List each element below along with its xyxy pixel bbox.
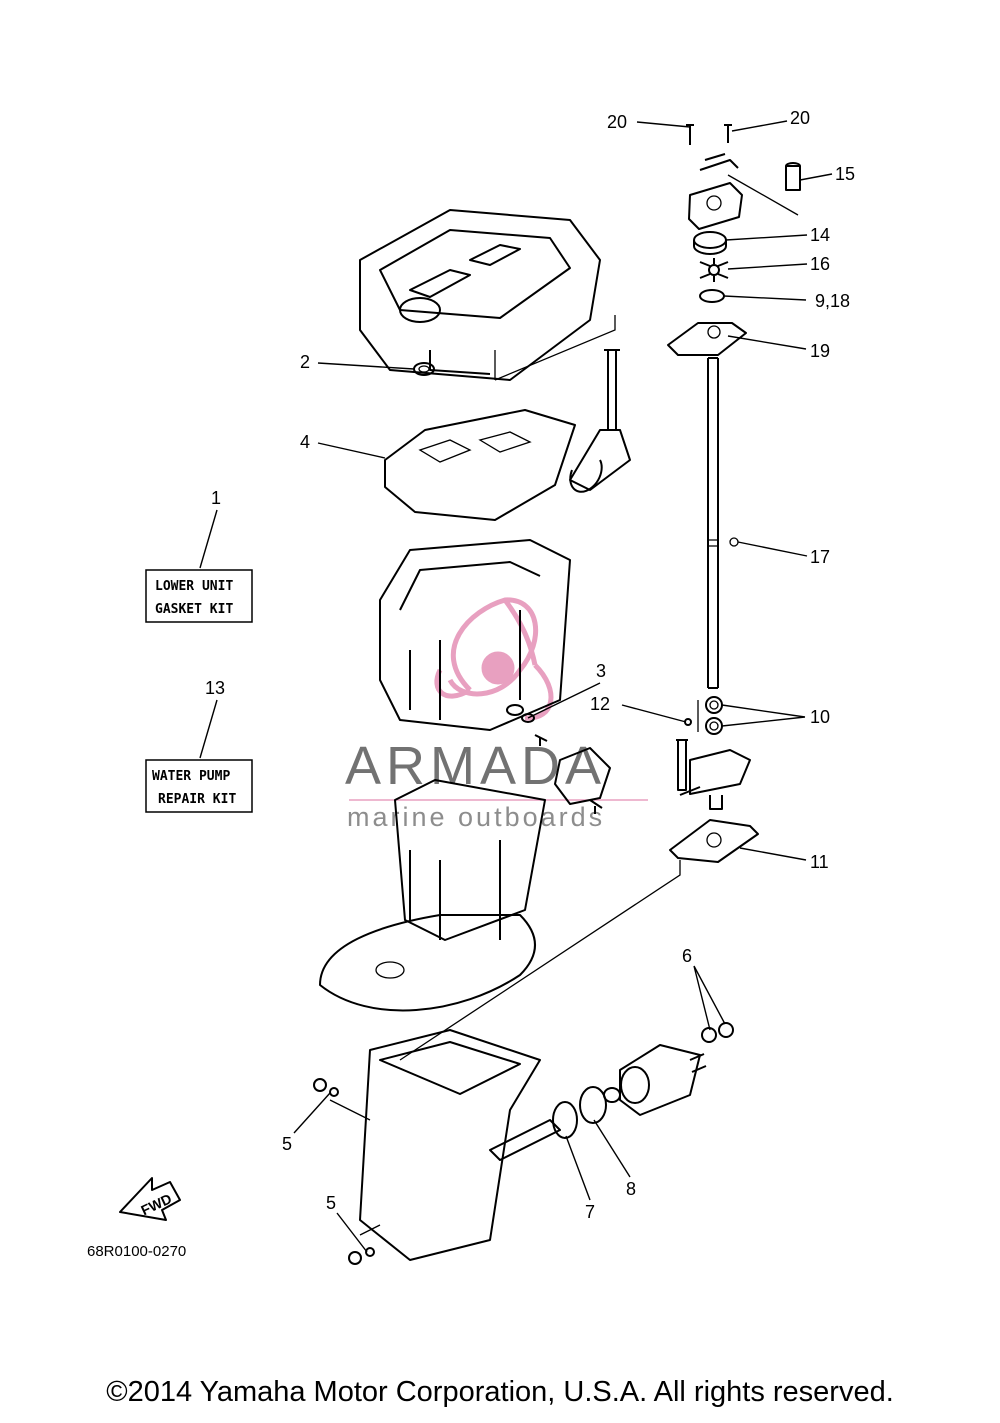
callout-1: 1 bbox=[211, 488, 221, 508]
grommet-3 bbox=[506, 704, 535, 723]
watermark-tagline: marine outboards bbox=[347, 802, 605, 832]
leader-lines bbox=[199, 120, 833, 1253]
callout-4: 4 bbox=[300, 432, 310, 452]
impeller-16 bbox=[699, 258, 729, 282]
upper-casing bbox=[359, 209, 616, 381]
callout-5-lower: 5 bbox=[326, 1193, 336, 1213]
callout-14: 14 bbox=[810, 225, 830, 245]
callout-16: 16 bbox=[810, 254, 830, 274]
fwd-label: FWD bbox=[138, 1190, 174, 1218]
fwd-arrow-icon: FWD bbox=[119, 1177, 181, 1221]
callout-7: 7 bbox=[585, 1202, 595, 1222]
armada-logo-icon bbox=[434, 597, 554, 721]
copyright-notice: ©2014 Yamaha Motor Corporation, U.S.A. A… bbox=[106, 1376, 894, 1408]
callout-11: 11 bbox=[810, 852, 829, 872]
gasket-4 bbox=[384, 409, 576, 521]
callout-12: 12 bbox=[590, 694, 610, 714]
pump-spacer-14 bbox=[693, 231, 727, 249]
lower-casing bbox=[379, 539, 571, 731]
gasket-kit-line2: GASKET KIT bbox=[155, 602, 233, 617]
leader-plate-to-casing bbox=[399, 860, 681, 1061]
propeller-shaft-housing bbox=[552, 1022, 734, 1139]
gasket-kit-line1: LOWER UNIT bbox=[155, 579, 233, 594]
exhaust-housing bbox=[319, 779, 546, 1012]
outer-plate-19 bbox=[667, 322, 747, 356]
callout-15: 15 bbox=[835, 164, 855, 184]
pump-kit-line1: WATER PUMP bbox=[152, 769, 230, 784]
callout-19: 19 bbox=[810, 341, 830, 361]
callout-9-18: 9,18 bbox=[815, 291, 850, 311]
callout-17: 17 bbox=[810, 547, 830, 567]
drain-screws-5 bbox=[313, 1078, 375, 1265]
callout-8: 8 bbox=[626, 1179, 636, 1199]
callout-20-right: 20 bbox=[790, 108, 810, 128]
callout-10: 10 bbox=[810, 707, 830, 727]
drain-bolts bbox=[534, 734, 611, 814]
callout-3: 3 bbox=[596, 661, 606, 681]
armada-watermark: ARMADA marine outboards bbox=[345, 597, 648, 832]
diagram-code: 68R0100-0270 bbox=[87, 1243, 186, 1260]
bearing-housing-11 bbox=[669, 739, 759, 863]
pump-kit-line2: REPAIR KIT bbox=[158, 792, 236, 807]
gasket-kit-box: LOWER UNIT GASKET KIT bbox=[145, 569, 253, 623]
callout-20-left: 20 bbox=[607, 112, 627, 132]
callout-6: 6 bbox=[682, 946, 692, 966]
gear-case bbox=[329, 1029, 561, 1261]
pump-housing-assembly bbox=[686, 124, 801, 230]
pump-kit-box: WATER PUMP REPAIR KIT bbox=[145, 759, 253, 813]
drive-shaft-17 bbox=[707, 357, 739, 689]
bearings-10 bbox=[697, 696, 723, 735]
callout-13: 13 bbox=[205, 678, 225, 698]
callout-5-upper: 5 bbox=[282, 1134, 292, 1154]
oring-9-18 bbox=[699, 289, 725, 303]
shift-rod-assembly bbox=[569, 349, 631, 493]
callout-numbers: 20 20 15 14 16 9,18 19 2 4 1 17 3 13 12 … bbox=[205, 108, 855, 1222]
callout-2: 2 bbox=[300, 352, 310, 372]
